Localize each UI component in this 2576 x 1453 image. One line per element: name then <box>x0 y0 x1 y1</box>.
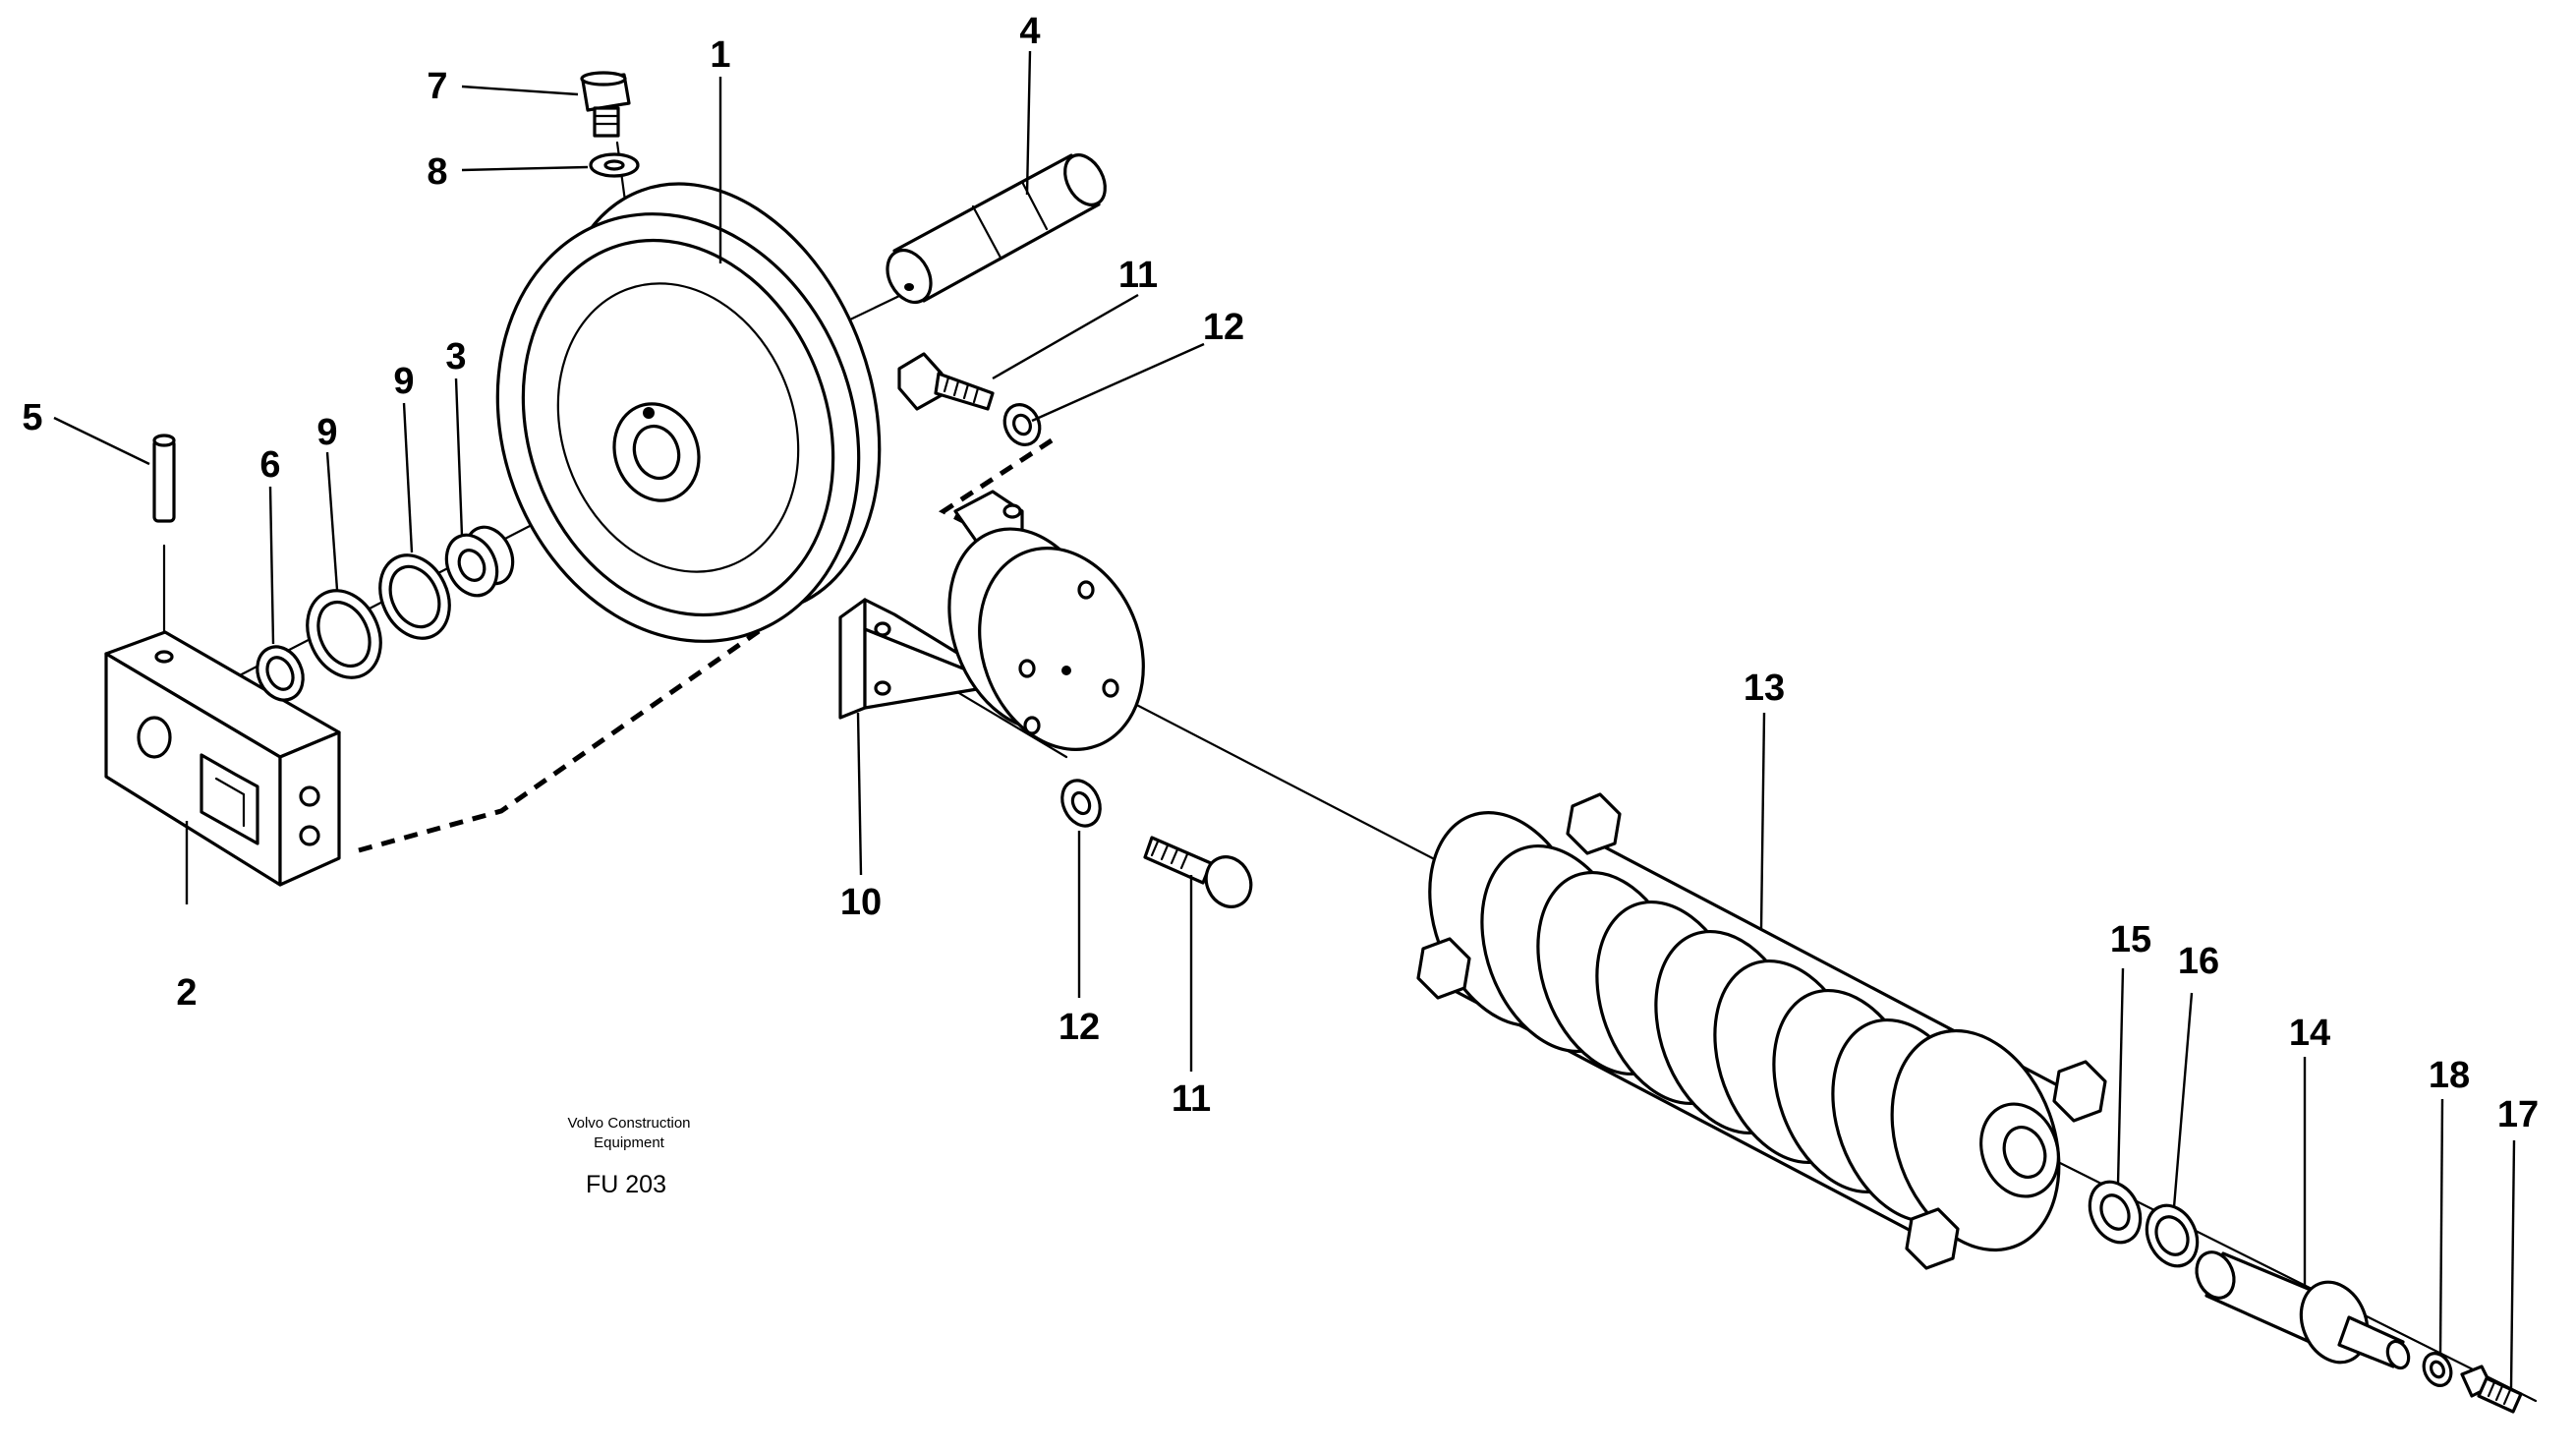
part-6-ring <box>256 645 305 702</box>
callout-12-lower: 12 <box>1059 1007 1100 1048</box>
caption-company-line1: Volvo Construction <box>567 1115 690 1132</box>
part-1-idler-wheel <box>495 182 882 643</box>
part-12-washer-top <box>1002 403 1042 446</box>
callout-12-top: 12 <box>1203 307 1244 348</box>
callout-13: 13 <box>1744 668 1785 709</box>
callout-15: 15 <box>2110 919 2151 960</box>
part-9-seal-outer <box>306 589 382 679</box>
caption-company-line2: Equipment <box>594 1134 665 1151</box>
callout-7: 7 <box>427 66 447 107</box>
part-15-seal <box>2088 1180 2143 1245</box>
callout-11-lower: 11 <box>1172 1078 1211 1120</box>
callout-18: 18 <box>2429 1055 2470 1096</box>
part-16-seal <box>2145 1203 2200 1268</box>
callout-labels: 1 2 3 4 5 6 7 8 9 9 10 11 11 12 12 13 14… <box>22 11 2539 1135</box>
callout-3: 3 <box>445 336 466 378</box>
part-11-bolt-top <box>897 352 995 411</box>
leader-lines <box>53 50 2516 1389</box>
callout-17: 17 <box>2497 1094 2539 1135</box>
part-13-spring-assembly <box>1416 792 2107 1270</box>
callout-1: 1 <box>710 34 730 76</box>
part-2-block <box>104 630 341 887</box>
part-14-grease-cylinder <box>2195 1250 2411 1370</box>
callout-8: 8 <box>427 151 447 193</box>
callout-6: 6 <box>259 444 280 486</box>
callout-5: 5 <box>22 397 42 438</box>
part-7-bolt <box>580 71 631 138</box>
caption-figure-code: FU 203 <box>586 1171 666 1198</box>
callout-11-top: 11 <box>1118 255 1158 296</box>
callout-4: 4 <box>1019 11 1040 52</box>
part-18-washer <box>2422 1352 2453 1387</box>
part-11-bolt-lower <box>1143 836 1253 908</box>
part-9-seal-inner <box>378 553 451 640</box>
callout-14: 14 <box>2289 1013 2330 1054</box>
callout-10: 10 <box>840 882 882 923</box>
part-8-washer <box>589 152 640 178</box>
part-5-pin <box>152 434 176 523</box>
part-4-shaft <box>886 153 1107 305</box>
callout-2: 2 <box>176 972 197 1014</box>
callout-16: 16 <box>2178 941 2219 982</box>
part-10-bracket <box>838 490 1145 751</box>
caption-block: Volvo Construction Equipment FU 203 <box>567 1115 690 1198</box>
part-17-grease-nipple <box>2460 1365 2523 1414</box>
callout-9-inner: 9 <box>393 361 414 402</box>
callout-9-outer: 9 <box>316 412 337 453</box>
part-3-bushing <box>444 525 515 598</box>
part-12-washer-lower <box>1060 779 1102 828</box>
